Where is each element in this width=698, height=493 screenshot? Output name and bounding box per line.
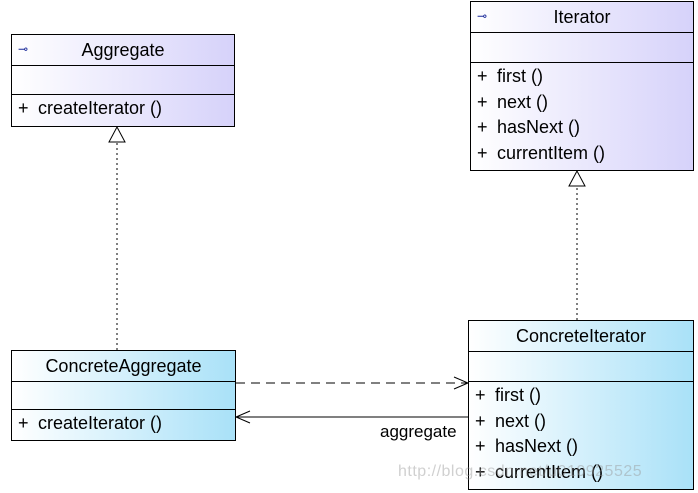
realization-arrowhead-iterator — [568, 169, 586, 187]
concrete-iterator-op: +next () — [475, 410, 547, 431]
watermark: http://blog.csdn.net/u010925525 — [398, 463, 643, 480]
concrete-iterator-op: +first () — [475, 385, 541, 405]
concrete-iterator-op: +currentItem () — [475, 461, 604, 482]
aggregate-class-name: Aggregate — [81, 40, 165, 60]
iterator-class-name: Iterator — [553, 7, 611, 27]
aggregate-operations: +createIterator () — [12, 95, 234, 122]
interface-icon: ⊸ — [477, 9, 488, 23]
iterator-class-header: ⊸ Iterator — [471, 2, 693, 33]
concrete-aggregate-attributes — [12, 382, 235, 410]
iterator-class[interactable]: ⊸ Iterator +first () +next () +hasNext (… — [470, 1, 694, 171]
interface-icon: ⊸ — [18, 42, 29, 56]
concrete-iterator-operations: +first () +next () +hasNext () +currentI… — [469, 382, 693, 485]
association-label: aggregate — [380, 422, 457, 441]
iterator-op: +hasNext () — [477, 117, 581, 137]
concrete-aggregate-op: +createIterator () — [18, 413, 163, 433]
association-arrowhead — [234, 410, 251, 424]
concrete-aggregate-operations: +createIterator () — [12, 410, 235, 437]
concrete-aggregate-class-header: ConcreteAggregate — [12, 351, 235, 382]
iterator-op: +first () — [477, 66, 543, 86]
iterator-op: +currentItem () — [477, 142, 606, 163]
concrete-iterator-class-header: ConcreteIterator — [469, 321, 693, 352]
iterator-operations: +first () +next () +hasNext () +currentI… — [471, 63, 693, 166]
concrete-iterator-class[interactable]: ConcreteIterator +first () +next () +has… — [468, 320, 694, 490]
aggregate-op: +createIterator () — [18, 98, 163, 118]
concrete-iterator-class-name: ConcreteIterator — [515, 326, 647, 346]
concrete-iterator-attributes — [469, 352, 693, 382]
aggregate-attributes — [12, 66, 234, 95]
concrete-iterator-op: +hasNext () — [475, 436, 579, 456]
iterator-attributes — [471, 33, 693, 63]
concrete-aggregate-class-name: ConcreteAggregate — [45, 356, 202, 376]
realization-arrowhead-aggregate — [108, 125, 126, 143]
aggregate-class[interactable]: ⊸ Aggregate +createIterator () — [11, 34, 235, 127]
iterator-op: +next () — [477, 91, 549, 112]
aggregate-class-header: ⊸ Aggregate — [12, 35, 234, 66]
concrete-aggregate-class[interactable]: ConcreteAggregate +createIterator () — [11, 350, 236, 441]
